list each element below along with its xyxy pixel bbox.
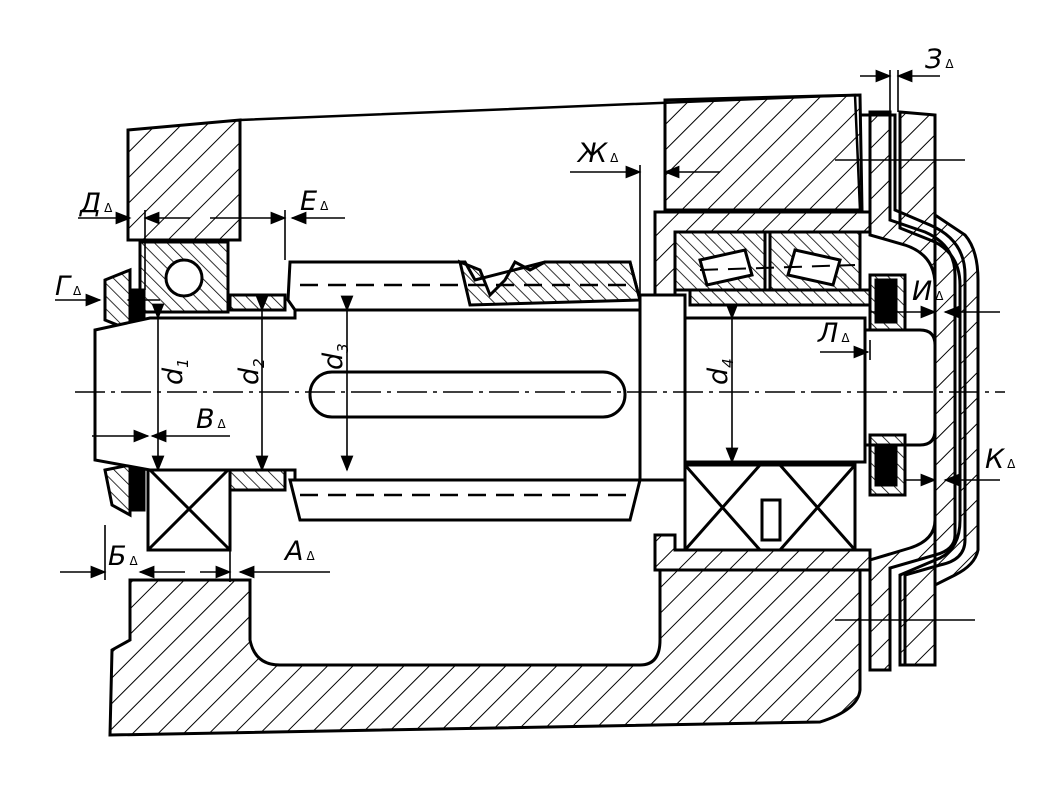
- label-d2: d2: [234, 358, 268, 385]
- label-d3: d3: [318, 343, 352, 370]
- keyway: [308, 370, 627, 419]
- ball-icon: [164, 258, 204, 298]
- collar: [638, 293, 687, 482]
- label-d4: d4: [703, 358, 737, 385]
- housing-bottom: [108, 568, 862, 737]
- label-d1: d1: [158, 358, 192, 385]
- housing-top-left: [126, 118, 242, 242]
- housing-top-right: [663, 93, 864, 212]
